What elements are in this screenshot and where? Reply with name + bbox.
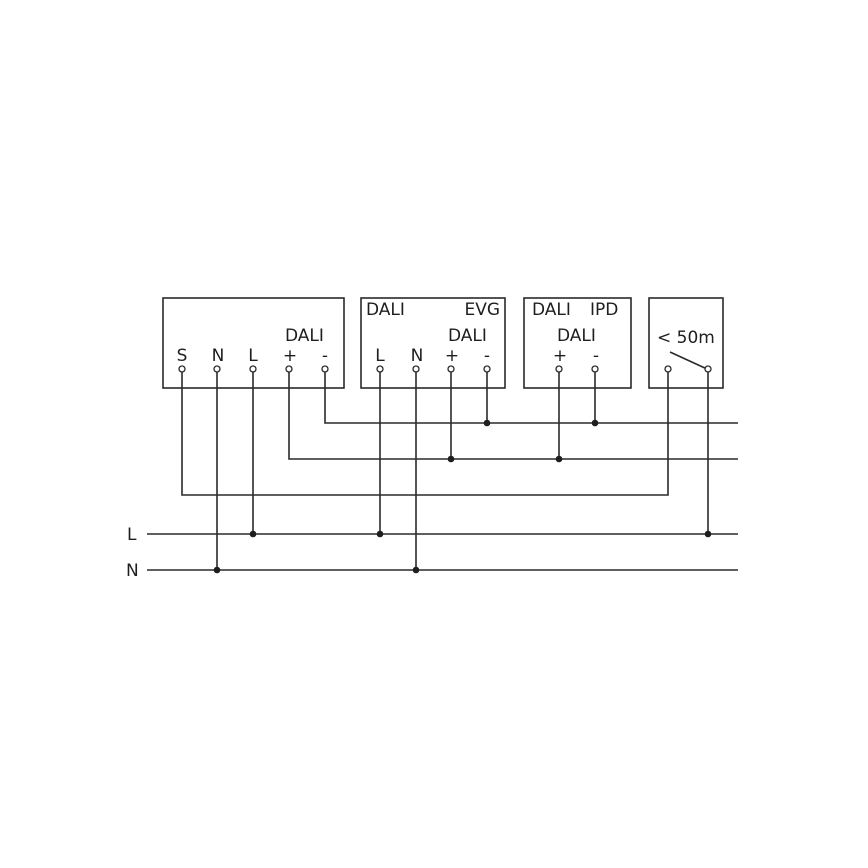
evg-terminal-label-minus: - xyxy=(484,346,490,366)
junction-controller-l xyxy=(249,530,257,538)
switch-box xyxy=(648,297,724,389)
terminal-label-s: S xyxy=(177,346,188,366)
ipd-terminal-label-minus: - xyxy=(593,346,599,366)
bus-n-label: N xyxy=(126,561,139,581)
ipd-terminal-minus xyxy=(591,365,599,373)
wire-s-to-switch xyxy=(181,372,669,496)
ipd-title: IPD xyxy=(590,300,618,320)
terminal-l xyxy=(249,365,257,373)
switch-distance-label: < 50m xyxy=(657,328,715,348)
switch-terminal-left xyxy=(664,365,672,373)
ipd-dali-title: DALI xyxy=(532,300,571,320)
junction-evg-n xyxy=(412,566,420,574)
evg-terminal-label-n: N xyxy=(411,346,424,366)
terminal-label-l: L xyxy=(248,346,258,366)
evg-dali-group-label: DALI xyxy=(448,326,487,346)
evg-box xyxy=(360,297,506,389)
junction-ipd-plus xyxy=(555,455,563,463)
junction-switch-l xyxy=(704,530,712,538)
evg-terminal-label-l: L xyxy=(375,346,385,366)
junction-controller-n xyxy=(213,566,221,574)
junction-evg-plus xyxy=(447,455,455,463)
evg-terminal-minus xyxy=(483,365,491,373)
wire-controller-dali-minus xyxy=(324,372,738,424)
bus-l-label: L xyxy=(127,525,137,545)
ipd-box xyxy=(523,297,632,389)
evg-dali-title: DALI xyxy=(366,300,405,320)
junction-evg-minus xyxy=(483,419,491,427)
terminal-label-n: N xyxy=(212,346,225,366)
evg-terminal-plus xyxy=(447,365,455,373)
wire-controller-dali-plus xyxy=(288,372,738,460)
terminal-dali-plus xyxy=(285,365,293,373)
switch-terminal-right xyxy=(704,365,712,373)
ipd-terminal-plus xyxy=(555,365,563,373)
controller-dali-label: DALI xyxy=(285,326,324,346)
evg-terminal-label-plus: + xyxy=(445,346,459,366)
switch-contact-icon xyxy=(669,351,708,370)
ipd-dali-group-label: DALI xyxy=(557,326,596,346)
terminal-label-plus: + xyxy=(283,346,297,366)
ipd-terminal-label-plus: + xyxy=(553,346,567,366)
terminal-n xyxy=(213,365,221,373)
evg-title: EVG xyxy=(464,300,500,320)
terminal-dali-minus xyxy=(321,365,329,373)
evg-terminal-n xyxy=(412,365,420,373)
junction-evg-l xyxy=(376,530,384,538)
terminal-s xyxy=(178,365,186,373)
junction-ipd-minus xyxy=(591,419,599,427)
terminal-label-minus: - xyxy=(322,346,328,366)
evg-terminal-l xyxy=(376,365,384,373)
